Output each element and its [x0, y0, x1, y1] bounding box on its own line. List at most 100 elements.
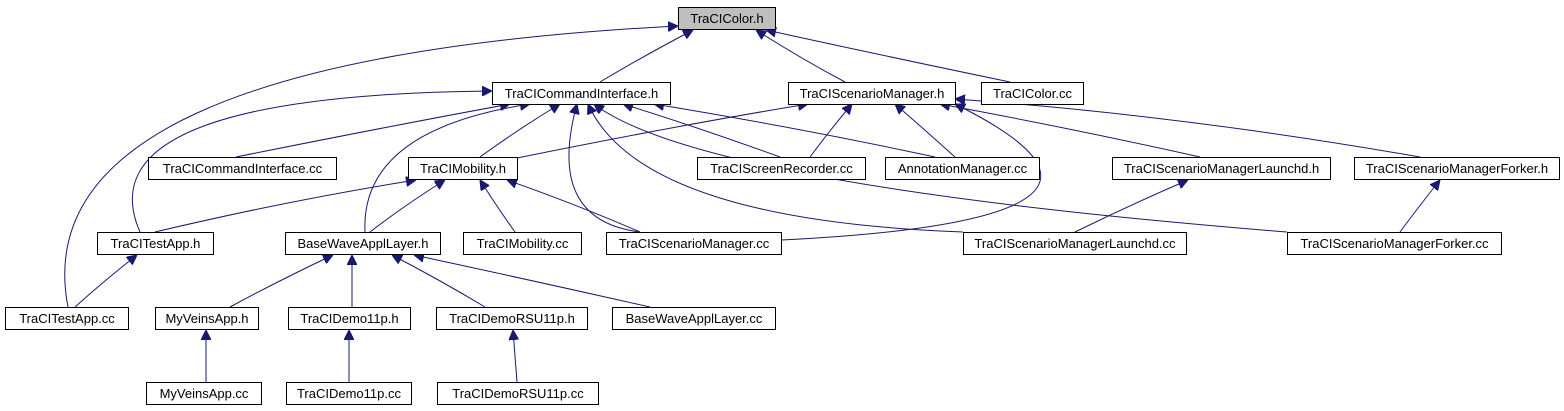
node-label: TraCIScenarioManagerForker.h — [1366, 161, 1548, 176]
node-label: BaseWaveApplLayer.cc — [626, 311, 763, 326]
edge-basewaveappllayer_h-to-tracimobility_h — [369, 180, 445, 233]
node-tracicolor-h[interactable]: TraCIColor.h — [678, 7, 776, 30]
node-myveinsapp-h[interactable]: MyVeinsApp.h — [155, 307, 259, 330]
edge-tracidemorsu11p_cc-to-tracidemorsu11p_h — [513, 330, 517, 383]
node-box[interactable] — [697, 157, 866, 180]
node-label: TraCIMobility.h — [420, 161, 506, 176]
node-tracidemo11p-h[interactable]: TraCIDemo11p.h — [288, 307, 411, 330]
node-label: MyVeinsApp.cc — [160, 386, 249, 401]
node-label: TraCICommandInterface.cc — [163, 161, 323, 176]
node-box[interactable] — [148, 157, 337, 180]
node-label: TraCIScenarioManagerLaunchd.h — [1124, 161, 1319, 176]
node-label: MyVeinsApp.h — [165, 311, 248, 326]
node-label: TraCIScenarioManagerForker.cc — [1300, 236, 1489, 251]
node-basewaveappllayer-cc[interactable]: BaseWaveApplLayer.cc — [612, 307, 776, 330]
node-box[interactable] — [1287, 232, 1502, 255]
node-box[interactable] — [981, 82, 1084, 105]
edge-tracitestapp_cc-to-tracicolor_h — [64, 26, 678, 308]
node-box[interactable] — [612, 307, 776, 330]
node-box[interactable] — [463, 232, 582, 255]
node-label: TraCITestApp.h — [111, 236, 201, 251]
node-box[interactable] — [436, 307, 588, 330]
edge-tracitestapp_h-to-tracicommandinterface_h — [131, 91, 492, 233]
node-label: TraCIMobility.cc — [477, 236, 569, 251]
node-tracicommandinterface-cc[interactable]: TraCICommandInterface.cc — [148, 157, 337, 180]
edge-tracimobility_h-to-tracicommandinterface_h — [479, 104, 560, 158]
node-box[interactable] — [146, 382, 262, 405]
node-box[interactable] — [885, 157, 1040, 180]
node-traciscenariomanagerforker-cc[interactable]: TraCIScenarioManagerForker.cc — [1287, 232, 1502, 255]
edge-tracicommandinterface_h-to-tracicolor_h — [599, 30, 693, 83]
node-tracidemorsu11p-cc[interactable]: TraCIDemoRSU11p.cc — [437, 382, 599, 405]
node-label: TraCIDemo11p.h — [300, 311, 398, 326]
node-box[interactable] — [1354, 157, 1560, 180]
node-label: TraCIDemoRSU11p.cc — [452, 386, 584, 401]
node-label: AnnotationManager.cc — [898, 161, 1028, 176]
node-box[interactable] — [97, 232, 214, 255]
node-box[interactable] — [437, 382, 599, 405]
edge-myveinsapp_h-to-basewaveappllayer_h — [229, 255, 333, 308]
edge-traciscreenrecorder_cc-to-traciscenariomanager_h — [809, 104, 852, 158]
node-box[interactable] — [5, 307, 129, 330]
node-basewaveappllayer-h[interactable]: BaseWaveApplLayer.h — [285, 232, 441, 255]
node-traciscreenrecorder-cc[interactable]: TraCIScreenRecorder.cc — [697, 157, 866, 180]
node-label: TraCIScreenRecorder.cc — [710, 161, 853, 176]
node-box[interactable] — [408, 157, 518, 180]
node-label: TraCIDemoRSU11p.h — [449, 311, 575, 326]
edge-basewaveappllayer_cc-to-basewaveappllayer_h — [414, 255, 651, 308]
node-box[interactable] — [285, 232, 441, 255]
edge-tracicolor_cc-to-tracicolor_h — [766, 30, 1011, 83]
node-box[interactable] — [492, 82, 671, 105]
node-box[interactable] — [963, 232, 1187, 255]
edge-traciscenariomanagerforker_cc-to-traciscenariomanagerforker_h — [1399, 180, 1440, 233]
edge-traciscenariomanager_cc-to-tracimobility_h — [507, 180, 641, 233]
edge-traciscreenrecorder_cc-to-tracicommandinterface_h — [623, 104, 781, 158]
node-label: TraCIScenarioManagerLaunchd.cc — [974, 236, 1176, 251]
node-tracimobility-cc[interactable]: TraCIMobility.cc — [463, 232, 582, 255]
node-tracitestapp-cc[interactable]: TraCITestApp.cc — [5, 307, 129, 330]
node-box[interactable] — [678, 7, 776, 30]
node-label: TraCIScenarioManager.h — [800, 86, 945, 101]
edge-traciscenariomanager_cc-to-traciscenariomanager_h — [780, 104, 1042, 241]
node-box[interactable] — [788, 82, 956, 105]
node-traciscenariomanagerforker-h[interactable]: TraCIScenarioManagerForker.h — [1354, 157, 1560, 180]
node-tracicolor-cc[interactable]: TraCIColor.cc — [981, 82, 1084, 105]
edge-annotationmanager_cc-to-traciscenariomanager_h — [895, 104, 956, 158]
node-tracimobility-h[interactable]: TraCIMobility.h — [408, 157, 518, 180]
edge-basewaveappllayer_h-to-tracicommandinterface_h — [364, 104, 530, 233]
edge-traciscenariomanagerlaunchd_cc-to-tracicommandinterface_h — [588, 104, 964, 233]
node-traciscenariomanagerlaunchd-cc[interactable]: TraCIScenarioManagerLaunchd.cc — [963, 232, 1187, 255]
node-label: TraCIColor.h — [690, 11, 763, 26]
node-tracidemo11p-cc[interactable]: TraCIDemo11p.cc — [286, 382, 412, 405]
node-traciscenariomanager-h[interactable]: TraCIScenarioManager.h — [788, 82, 956, 105]
node-label: TraCIColor.cc — [993, 86, 1072, 101]
edge-tracitestapp_h-to-tracimobility_h — [154, 180, 416, 233]
edge-traciscenariomanagerlaunchd_cc-to-traciscenariomanagerlaunchd_h — [1074, 180, 1188, 233]
node-box[interactable] — [288, 307, 411, 330]
edge-tracitestapp_cc-to-tracitestapp_h — [74, 255, 137, 308]
edge-annotationmanager_cc-to-tracicommandinterface_h — [654, 104, 936, 158]
node-myveinsapp-cc[interactable]: MyVeinsApp.cc — [146, 382, 262, 405]
node-tracicommandinterface-h[interactable]: TraCICommandInterface.h — [492, 82, 671, 105]
edge-tracicommandinterface_cc-to-tracicommandinterface_h — [235, 104, 510, 158]
node-label: TraCITestApp.cc — [19, 311, 115, 326]
node-box[interactable] — [606, 232, 782, 255]
node-traciscenariomanager-cc[interactable]: TraCIScenarioManager.cc — [606, 232, 782, 255]
edge-traciscenariomanagerlaunchd_h-to-traciscenariomanager_h — [940, 104, 1201, 158]
edge-tracimobility_h-to-traciscenariomanager_h — [516, 104, 808, 159]
node-box[interactable] — [1112, 157, 1331, 180]
edge-tracidemorsu11p_h-to-basewaveappllayer_h — [392, 255, 486, 308]
node-label: TraCIScenarioManager.cc — [619, 236, 770, 251]
node-tracitestapp-h[interactable]: TraCITestApp.h — [97, 232, 214, 255]
node-box[interactable] — [286, 382, 412, 405]
node-label: BaseWaveApplLayer.h — [297, 236, 428, 251]
node-traciscenariomanagerlaunchd-h[interactable]: TraCIScenarioManagerLaunchd.h — [1112, 157, 1331, 180]
node-box[interactable] — [155, 307, 259, 330]
node-label: TraCIDemo11p.cc — [297, 386, 402, 401]
node-label: TraCICommandInterface.h — [505, 86, 658, 101]
edge-tracimobility_cc-to-tracimobility_h — [480, 180, 516, 233]
node-tracidemorsu11p-h[interactable]: TraCIDemoRSU11p.h — [436, 307, 588, 330]
node-annotationmanager-cc[interactable]: AnnotationManager.cc — [885, 157, 1040, 180]
